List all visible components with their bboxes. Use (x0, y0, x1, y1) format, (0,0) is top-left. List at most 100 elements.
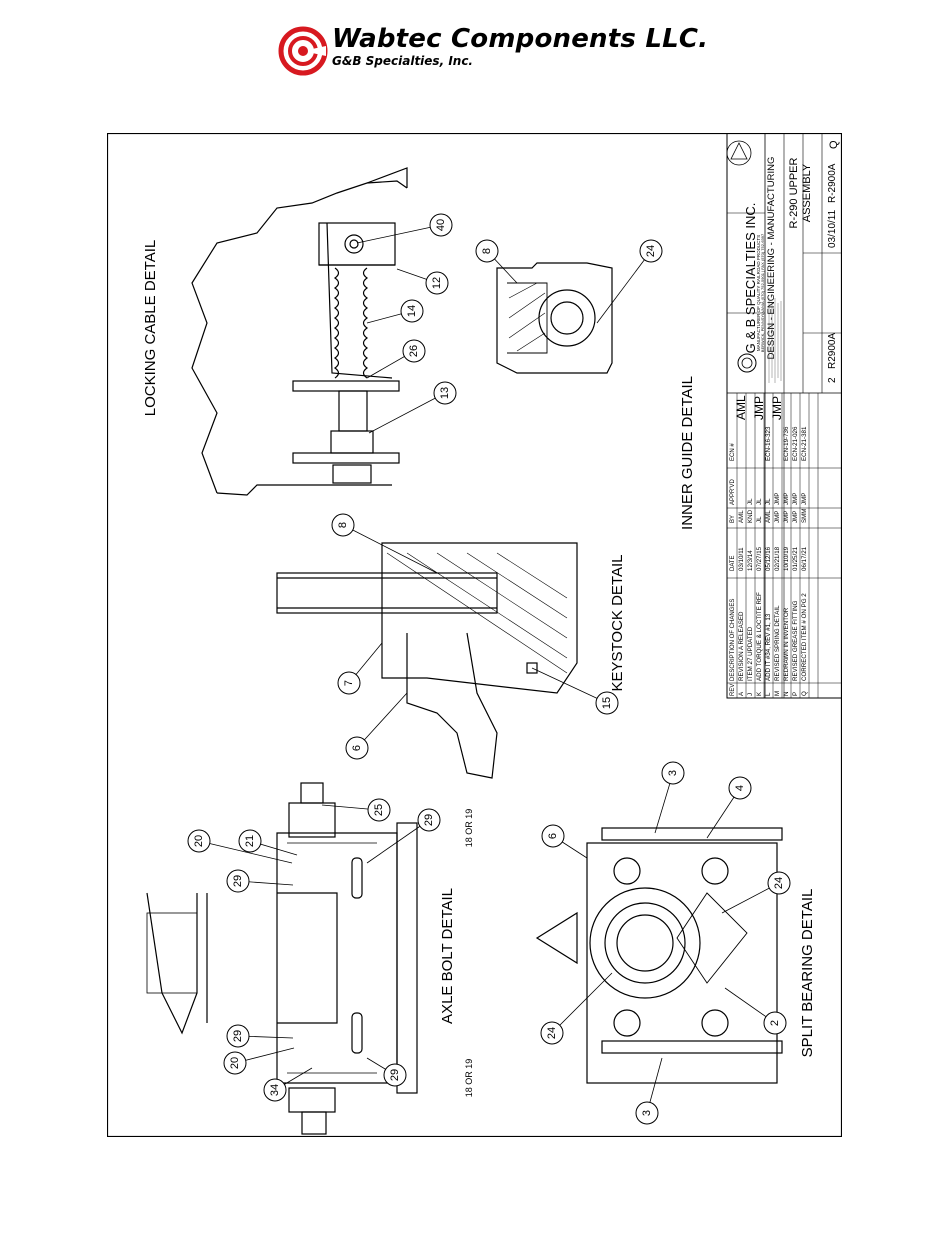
rev-rev-K: K (756, 691, 763, 696)
balloon-label-b13: 13 (439, 387, 451, 399)
rev-desc-L: ADD IT #34, REV #1, 13 (765, 613, 772, 681)
rev-apprvd-L: JL (765, 498, 772, 505)
balloon-b3b (635, 1101, 659, 1125)
balloon-b34 (263, 1078, 287, 1102)
balloon-b7 (337, 671, 361, 695)
balloon-label-b34: 34 (269, 1084, 281, 1096)
tb-company: G & B SPECIALTIES INC. (743, 203, 758, 354)
rev-ecn-N: ECN-19-736 (783, 426, 790, 461)
locking-cable-detail (191, 167, 408, 496)
gb-logo-icon (737, 353, 757, 373)
rev-rev-P: P (792, 692, 799, 696)
rev-desc-A: REVISION A RELEASED (738, 611, 745, 681)
balloon-b25 (367, 798, 391, 822)
rev-date-N: 10/10/19 (783, 546, 790, 571)
balloon-b26 (402, 339, 426, 363)
tb-title-2: ASSEMBLY (801, 163, 813, 222)
rev-apprvd-K: JL (756, 498, 763, 505)
split-bearing-detail-title: SPLIT BEARING DETAIL (799, 889, 816, 1058)
rev-date-M: 02/21/18 (774, 546, 781, 571)
balloon-b29b (226, 869, 250, 893)
balloon-b3a (661, 761, 685, 785)
tb-revision: Q (828, 140, 840, 149)
balloon-b29d (383, 1063, 407, 1087)
tb-design-line: DESIGN - ENGINEERING - MANUFACTURING (766, 157, 777, 360)
tb-address: BERWICK, PENNSYLVANIA (570) 752-5901 | F… (760, 233, 765, 352)
rev-by-A: AML (738, 510, 745, 523)
rev-apprvd-J: JL (747, 498, 754, 505)
certification-seal-icon (726, 140, 752, 166)
balloon-b8b (331, 513, 355, 537)
rev-by-J: KND (747, 509, 754, 523)
balloon-label-b3b: 3 (641, 1110, 653, 1116)
rev-desc-J: ITEM 27 UPDATED (747, 626, 754, 681)
balloon-label-b8a: 8 (481, 248, 493, 254)
balloon-b21 (238, 829, 262, 853)
tb-sheet-no: 2 (827, 377, 838, 383)
balloon-label-b26: 26 (408, 345, 420, 357)
tb-col-date: DATE (730, 555, 736, 571)
tb-col-apprvd: APPR'VD (730, 479, 736, 505)
rev-apprvd-Q: JMP (801, 493, 808, 505)
rev-by-M: JMP (774, 511, 781, 523)
rev-apprvd-N: JMP (783, 493, 790, 505)
tb-title-1: R-290 UPPER (788, 157, 800, 228)
rev-desc-K: ADD TORQUE & LOCTITE REF (756, 592, 763, 681)
rev-desc-N: REDRAWN IN INVENTOR (783, 607, 790, 681)
balloon-label-b6b: 6 (547, 833, 559, 839)
balloon-b20b (223, 1051, 247, 1075)
rev-rev-A: A (738, 691, 745, 696)
balloon-label-b2: 2 (769, 1020, 781, 1026)
balloon-b6a (345, 736, 369, 760)
split-bearing-detail (535, 827, 783, 1084)
rev-date-J: 12/3/14 (747, 550, 754, 571)
axle-note-bottom: 18 OR 19 (464, 1059, 474, 1098)
tb-col-ecn: ECN # (730, 443, 736, 461)
balloon-label-b20b: 20 (229, 1057, 241, 1069)
balloon-label-b21: 21 (244, 835, 256, 847)
balloon-label-b3a: 3 (667, 770, 679, 776)
balloon-b13 (433, 381, 457, 405)
rev-rev-L: L (765, 692, 772, 696)
rev-ecn-P: ECN-21-026 (792, 426, 799, 461)
balloon-label-b14: 14 (406, 305, 418, 317)
wabtec-logo-icon (278, 26, 328, 76)
tb-date: 03/10/11 (827, 209, 838, 248)
tb-initials-1: AML (734, 395, 748, 420)
keystock-detail (276, 542, 578, 779)
axle-bolt-detail-title: AXLE BOLT DETAIL (439, 888, 456, 1024)
balloon-b40 (429, 213, 453, 237)
balloon-b20a (187, 829, 211, 853)
rev-ecn-L: ECN-16-323 (765, 426, 772, 461)
company-subtitle: G&B Specialties, Inc. (332, 54, 473, 68)
rev-ecn-Q: ECN-21-381 (801, 426, 808, 461)
inner-guide-detail-title: INNER GUIDE DETAIL (679, 376, 696, 530)
balloon-b24c (540, 1021, 564, 1045)
rev-desc-M: REVISED SPRING DETAIL (774, 605, 781, 681)
rev-by-Q: SMM (801, 509, 808, 523)
tb-col-by: BY (730, 515, 736, 523)
tb-part-no: R-2900A (827, 163, 838, 203)
balloon-label-b29d: 29 (389, 1069, 401, 1081)
rev-rev-N: N (783, 692, 790, 696)
rev-date-L: 05/12/16 (765, 546, 772, 571)
company-header: Wabtec Components LLC. G&B Specialties, … (270, 20, 710, 80)
balloon-label-b40: 40 (435, 219, 447, 231)
rev-by-L: AML (765, 510, 772, 523)
balloon-label-b24b: 24 (773, 877, 785, 889)
balloon-b24b (767, 871, 791, 895)
balloon-label-b8b: 8 (337, 522, 349, 528)
balloon-b6b (541, 824, 565, 848)
tb-tagline: MANUFACTURER OF QUALITY RAILROAD PRODUCT… (756, 235, 761, 351)
balloon-b15 (595, 691, 619, 715)
keystock-detail-title: KEYSTOCK DETAIL (609, 555, 626, 692)
rev-date-P: 01/25/21 (792, 546, 799, 571)
balloon-b29a (417, 808, 441, 832)
rev-by-N: JMP (783, 511, 790, 523)
balloon-b12 (425, 271, 449, 295)
rev-rev-M: M (774, 691, 781, 696)
tb-col-desc: DESCRIPTION OF CHANGES (730, 599, 736, 681)
tb-col-rev: REV (730, 684, 736, 696)
balloon-b29c (226, 1024, 250, 1048)
